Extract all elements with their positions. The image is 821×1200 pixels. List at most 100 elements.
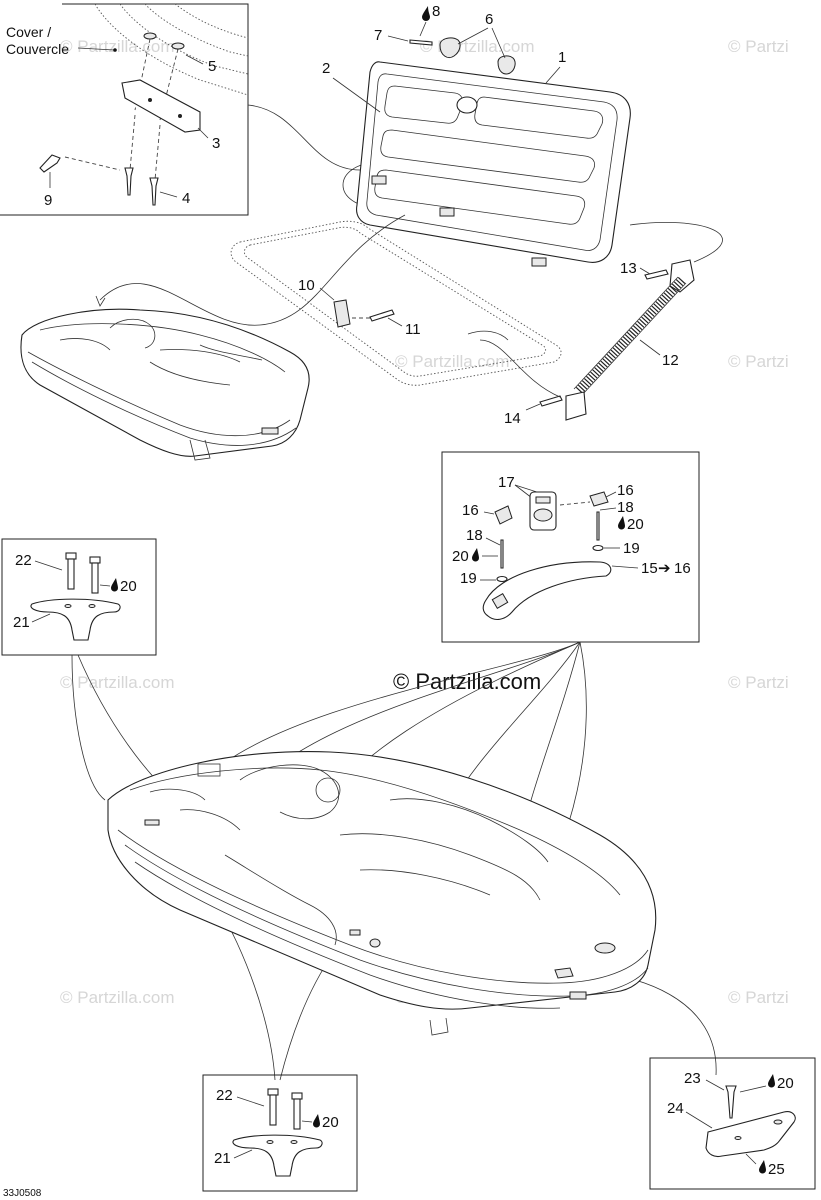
knob: [497, 55, 516, 75]
leader-line: [319, 287, 335, 301]
assembly-line: [154, 124, 161, 181]
leader-line: [514, 484, 533, 499]
leader-line: [525, 403, 541, 411]
screw: [500, 539, 504, 569]
watermark: © Partzi: [728, 37, 789, 56]
assembly-line: [64, 156, 121, 171]
adhesive-drop-icon: [472, 548, 479, 562]
connector-curve: [99, 214, 406, 326]
callout-21: 21: [13, 614, 30, 631]
screw: [596, 511, 600, 541]
leader-line: [99, 584, 111, 587]
cover-bracket-detail: Cover / Couvercle 5 3 4 9: [0, 3, 249, 216]
hull-line: [124, 844, 649, 997]
hull-line: [31, 361, 297, 446]
connector-curve: [211, 641, 581, 773]
seat-lines: [359, 869, 491, 896]
opening-outline-inner: [243, 226, 547, 377]
diagram-code: 33J0508: [3, 1188, 42, 1199]
watermark: © Partzilla.com: [420, 37, 535, 56]
watermark: © Partzilla.com: [60, 988, 175, 1007]
nut: [143, 32, 157, 40]
handle-bracket-top: [535, 496, 551, 504]
cover-label-line1: Cover /: [6, 24, 51, 40]
adhesive-drop-icon: [768, 1074, 775, 1088]
leader-line: [705, 1079, 725, 1091]
leader-line: [236, 1096, 265, 1107]
cleat-detail-bottom: 22 20 21: [202, 1074, 358, 1192]
callout-19: 19: [460, 570, 477, 587]
hull-line: [134, 861, 561, 1009]
hull-line: [117, 829, 649, 984]
bolt: [269, 1094, 277, 1126]
bolt: [67, 558, 75, 590]
callout-24: 24: [667, 1100, 684, 1117]
storage-lid: [356, 61, 631, 267]
nut: [171, 42, 185, 50]
leader-line: [639, 339, 661, 356]
strut-body: [573, 276, 687, 396]
adhesive-drop-icon: [422, 6, 430, 21]
gauge: [197, 763, 221, 777]
adhesive-drop-icon: [313, 1114, 320, 1128]
leader-dot: [113, 48, 117, 52]
callout-14: 14: [504, 410, 521, 427]
callout-16: 16: [617, 482, 634, 499]
cleat: [232, 1134, 323, 1177]
transom: [429, 1017, 449, 1036]
leader-line: [605, 491, 617, 498]
lid-outer: [356, 61, 631, 263]
leader-line: [332, 77, 381, 113]
large-boat-view: [107, 751, 657, 1036]
bolt: [91, 562, 99, 594]
lid-clip: [531, 257, 547, 267]
handle-bracket-hole: [533, 508, 553, 522]
callout-18: 18: [617, 499, 634, 516]
bracket-hole: [148, 98, 152, 102]
leader-line: [387, 317, 403, 327]
assembly-line: [559, 501, 591, 506]
cleat-hole: [64, 604, 72, 608]
seat-lines: [149, 788, 241, 831]
callout-20: 20: [777, 1075, 794, 1092]
console: [239, 764, 340, 820]
assembly-line: [159, 48, 179, 121]
lid-clip: [439, 207, 455, 217]
callout-12: 12: [662, 352, 679, 369]
grab-handle: [482, 561, 612, 621]
callout-20: 20: [627, 516, 644, 533]
deck-line: [39, 323, 286, 373]
detail-frame: [0, 3, 249, 216]
lid-inner-rim: [366, 73, 618, 251]
leader-line: [611, 565, 639, 569]
leader-line: [599, 507, 617, 511]
rivet: [149, 177, 159, 206]
washer: [592, 544, 604, 552]
step-pad-hole: [734, 1136, 742, 1140]
washer: [496, 575, 508, 583]
handle-insert: [491, 592, 509, 610]
knob: [439, 37, 461, 59]
rivet: [39, 154, 61, 173]
adhesive-drop-icon: [759, 1160, 766, 1174]
callout-22: 22: [15, 552, 32, 569]
callout-20: 20: [120, 578, 137, 595]
callout-1: 1: [558, 49, 566, 66]
connector-curve: [629, 222, 723, 263]
bolt-head: [65, 552, 77, 560]
transom: [189, 439, 211, 461]
hull-detail: [224, 854, 337, 946]
lid-hole: [456, 96, 478, 114]
detail-frame: [441, 451, 700, 643]
screw: [409, 39, 433, 46]
callout-2: 2: [322, 60, 330, 77]
watermark: © Partzilla.com: [60, 37, 175, 56]
cleat-hole: [290, 1140, 298, 1144]
bolt-head: [89, 556, 101, 564]
lid-rib: [380, 129, 595, 183]
callout-8: 8: [432, 3, 440, 20]
opening-outline: [230, 220, 562, 386]
leader-line: [301, 1120, 313, 1123]
adhesive-drop-icon: [111, 578, 118, 592]
leader-line: [685, 1111, 713, 1129]
